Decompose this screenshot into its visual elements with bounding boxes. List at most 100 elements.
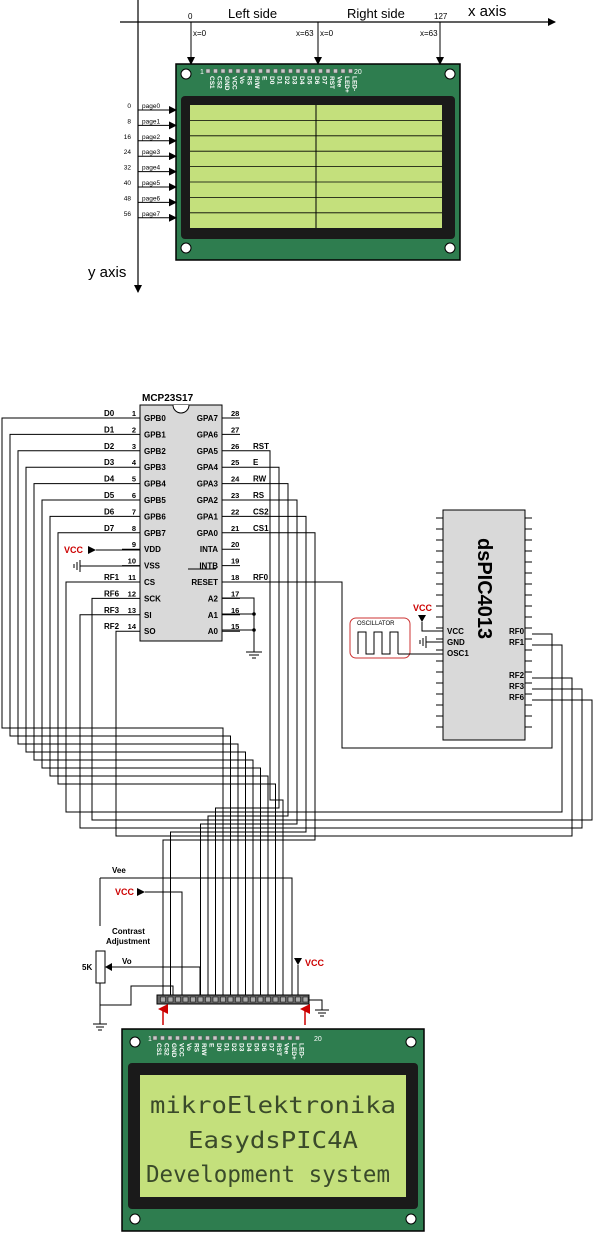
pin-label: RS [193,1043,200,1053]
header-pin [265,1035,270,1041]
wire [207,483,289,995]
page-label: page7 [142,211,160,218]
pin-label: LED- [351,76,358,91]
dspic-pin-osc1: OSC1 [447,649,469,658]
wire [1,417,224,995]
pin-20-label: 20 [354,69,362,76]
mcp-title: MCP23S17 [142,393,194,404]
header-pin [175,1035,180,1041]
mount-hole [405,1213,417,1225]
pin-label: D6 [313,76,320,85]
mount-hole [444,68,456,80]
header-pin [348,68,353,74]
wire [49,515,269,995]
pin-label: Vee [283,1043,290,1055]
mcp-pin-number: 20 [231,540,239,549]
connector-pin [227,996,234,1003]
header-pin [318,68,323,74]
mcp-signal-label: D4 [104,475,115,484]
mcp-pin-number: 13 [128,606,136,615]
wire [25,466,246,995]
header-pin [272,1035,278,1041]
mcp-pin-name: GPB3 [144,463,166,472]
connector-pin [197,996,204,1003]
pin-label: GND [170,1043,177,1058]
header-pin [257,1035,263,1041]
header-pin [280,68,286,74]
connector-pin [190,996,196,1003]
mcp-signal-label: CS2 [253,507,269,516]
pin-label: R/W [200,1043,207,1057]
mcp-signal-label: RF2 [104,622,120,631]
mcp-signal-label: D3 [104,458,115,467]
mcp-vcc-label: VCC [64,545,84,555]
mcp-pin-name: INTB [199,562,218,571]
connector-pin [182,996,189,1003]
pin-label: RST [328,76,335,89]
vee-label: Vee [112,866,126,875]
mcp-signal-label: D2 [104,442,115,451]
pin-label: D0 [215,1043,222,1052]
page-y-value: 24 [124,149,132,156]
mcp-pin-number: 2 [132,425,136,434]
page-y-value: 40 [124,180,132,187]
dspic-pin-rf3: RF3 [509,682,525,691]
vo-label: Vo [122,957,132,966]
pin-label: CS2 [163,1043,170,1056]
pin-label: LED+ [290,1043,297,1060]
header-pin [190,1035,195,1041]
mcp23s17-section: MCP23S17 1GPB0D02GPB1D13GPB2D24GPB3D35GP… [104,393,269,642]
page-label: page0 [142,103,160,110]
pin-label: D4 [298,76,305,85]
mcp-pin-number: 4 [132,458,137,467]
header-pin [220,1035,225,1041]
connector-pin [242,996,249,1003]
pot-value-label: 5K [82,963,92,972]
potentiometer-5k[interactable] [95,950,106,984]
x-marker-label: x=63 [420,29,438,38]
mcp-signal-label: E [253,458,259,467]
mcp-pin-number: 21 [231,524,239,533]
header-pin [295,1035,300,1041]
page-y-value: 16 [124,134,132,141]
dspic-pin-stubs [436,517,532,728]
mcp-pin-number: 12 [128,589,136,598]
connector-pin [265,996,271,1003]
pin-1-label: 1 [200,69,204,76]
wire [79,614,583,829]
connector-pin [220,996,226,1003]
header-pin [265,68,271,74]
mcp-pin-name: RESET [191,578,218,587]
mcp-pin-name: A0 [208,627,219,636]
vcc-arrow-icon [137,888,145,896]
pin-label: D5 [253,1043,260,1052]
pin-label: D4 [245,1043,252,1052]
header-pin [212,1035,218,1041]
pin-label: D2 [283,76,290,85]
pin-label: D2 [230,1043,237,1052]
header-pin [287,1035,293,1041]
header-pin [295,68,301,74]
header-pin [303,68,308,74]
header-pin [205,68,211,74]
mcp-pin-number: 5 [132,475,136,484]
wire [200,499,298,995]
contrast-and-connector: Vee VCC Contrast Adjustment 5K Vo VCC [82,866,329,1031]
dspic-pin-rf1: RF1 [509,638,525,647]
mcp-pin-name: A1 [208,611,219,620]
page-label: page3 [142,149,160,156]
dspic-section: dsPIC4013 VCC GND OSC1 RF0 RF1 RF2 RF3 R… [349,509,532,741]
wire [57,532,276,995]
pin-label: D3 [291,76,298,85]
pin-label: RST [275,1043,282,1056]
lower-vcc-label: VCC [115,887,135,897]
pin-label: Vee [336,76,343,88]
mcp-signal-label: RS [253,491,265,500]
mcp-signal-label: RF3 [104,606,120,615]
connector-pin [235,996,241,1003]
mcp-signal-label: D7 [104,524,115,533]
page-label: page1 [142,118,160,125]
pin-label: LED+ [343,76,350,93]
